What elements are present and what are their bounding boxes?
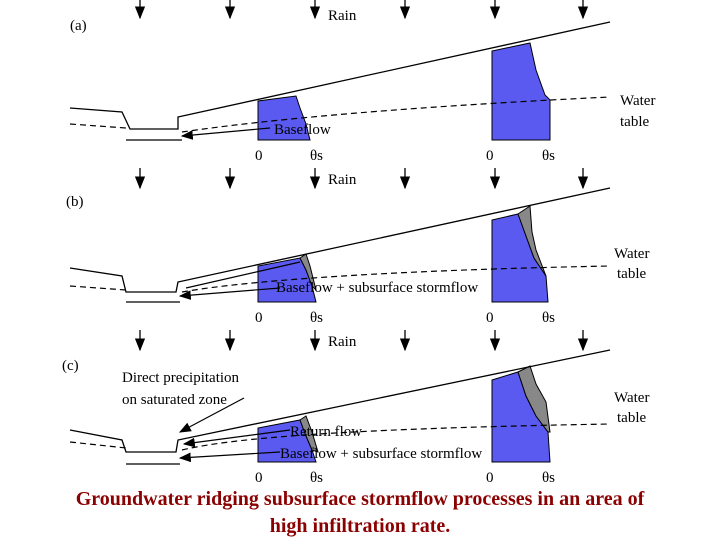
water-table-label-c-1: Water xyxy=(614,390,649,406)
water-table-c xyxy=(69,423,611,451)
subsurface-flowline-b xyxy=(185,261,301,289)
water-table-label-a-2: table xyxy=(620,114,649,130)
moisture-profile-right-a xyxy=(491,42,551,141)
ridge-left-c xyxy=(299,415,319,453)
panel-b: (b) Rain Baseflow + subsurface stormflow… xyxy=(66,168,649,326)
axis-theta-right-b: θs xyxy=(542,310,555,326)
ground-surface-b xyxy=(69,187,611,293)
rain-arrows-b xyxy=(134,168,589,190)
axis-zero-left-a: 0 xyxy=(255,148,263,164)
ridge-right-b xyxy=(517,205,547,277)
panel-b-letter: (b) xyxy=(66,194,84,210)
axis-theta-right-c: θs xyxy=(542,470,555,486)
panel-a: (a) Rain Baseflow Water table 0 θs 0 θs xyxy=(69,0,655,164)
ridge-right-c xyxy=(517,365,551,433)
return-flow-arrow xyxy=(182,429,291,448)
water-table-label-b-1: Water xyxy=(614,246,649,262)
rain-label-b: Rain xyxy=(328,172,357,188)
direct-precip-label-1: Direct precipitation xyxy=(122,370,240,386)
caption-line-2: high infiltration rate. xyxy=(270,515,451,537)
axis-theta-left-a: θs xyxy=(310,148,323,164)
baseflow-arrow-a xyxy=(180,127,271,140)
water-table-label-a-1: Water xyxy=(620,93,655,109)
axis-zero-left-b: 0 xyxy=(255,310,263,326)
water-table-b xyxy=(69,265,611,293)
axis-zero-right-a: 0 xyxy=(486,148,494,164)
flow-label-return-c: Return flow xyxy=(290,424,362,440)
water-table-label-c-2: table xyxy=(617,410,646,426)
rain-arrows-a xyxy=(134,0,589,20)
stormflow-arrow-b xyxy=(178,287,281,300)
direct-precip-arrow xyxy=(178,397,245,433)
rain-label-c: Rain xyxy=(328,334,357,350)
rain-label-a: Rain xyxy=(328,8,357,24)
water-table-a xyxy=(69,96,611,133)
axis-zero-right-c: 0 xyxy=(486,470,494,486)
axis-theta-left-c: θs xyxy=(310,470,323,486)
caption-line-1: Groundwater ridging subsurface stormflow… xyxy=(76,488,645,510)
flow-label-baseflow-a: Baseflow xyxy=(274,122,331,138)
direct-precip-label-2: on saturated zone xyxy=(122,392,227,408)
flow-label-b: Baseflow + subsurface stormflow xyxy=(276,280,478,296)
axis-theta-right-a: θs xyxy=(542,148,555,164)
moisture-profile-left-a xyxy=(257,95,311,141)
axis-zero-left-c: 0 xyxy=(255,470,263,486)
panel-c-letter: (c) xyxy=(62,358,79,374)
rain-arrows-c xyxy=(134,330,589,352)
stormflow-arrow-c xyxy=(178,451,281,463)
axis-zero-right-b: 0 xyxy=(486,310,494,326)
axis-theta-left-b: θs xyxy=(310,310,323,326)
panel-c: (c) Rain Direct precipitation on saturat… xyxy=(62,330,649,486)
flow-label-stormflow-c: Baseflow + subsurface stormflow xyxy=(280,446,482,462)
water-table-label-b-2: table xyxy=(617,266,646,282)
panel-a-letter: (a) xyxy=(70,18,87,34)
ground-surface-c xyxy=(69,349,611,453)
ground-surface-a xyxy=(69,21,611,130)
